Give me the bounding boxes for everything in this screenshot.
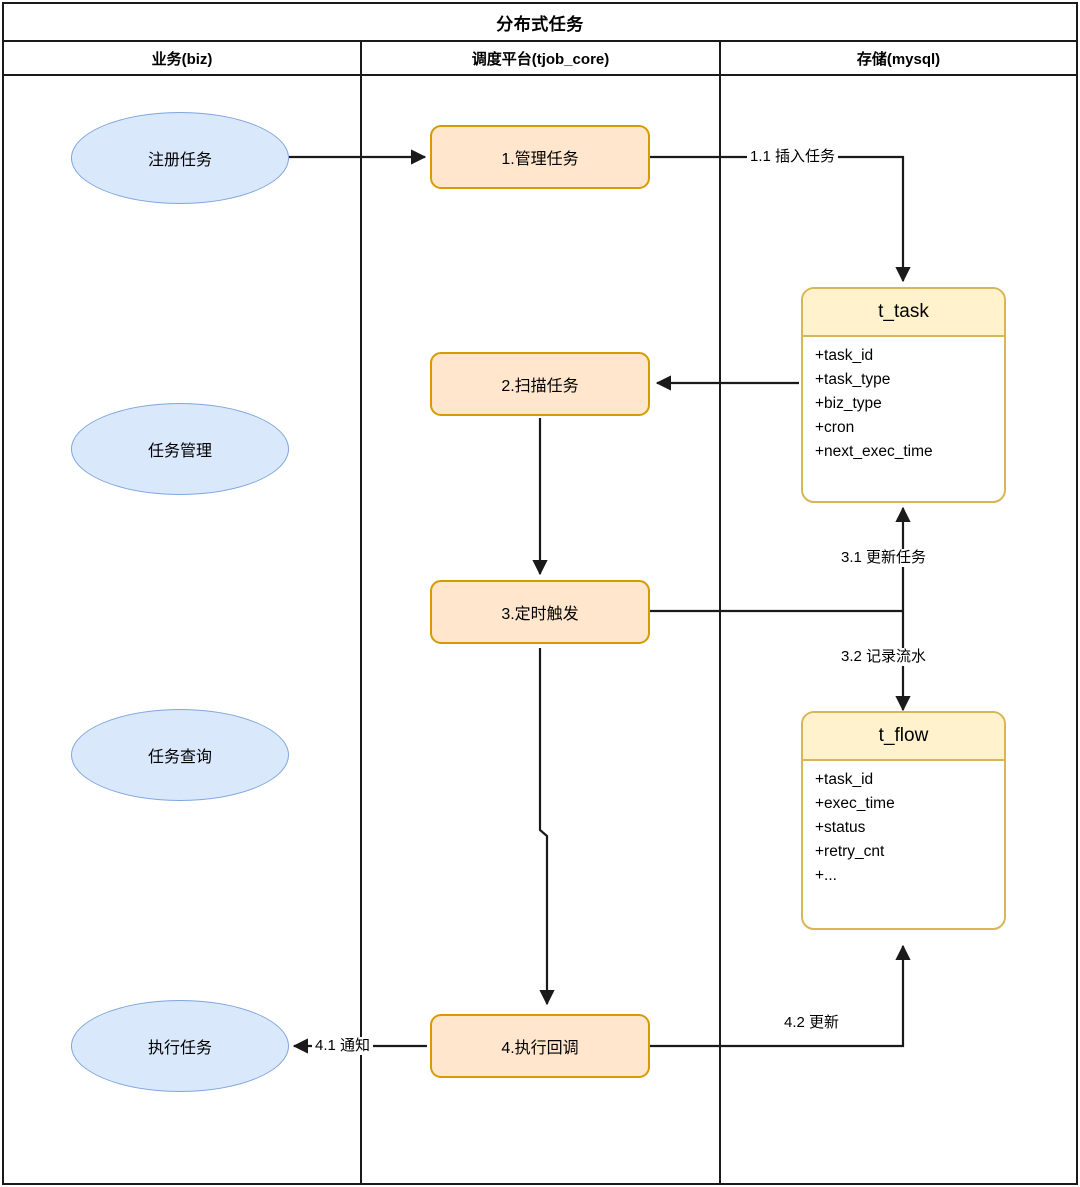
node-step4-exec-callback[interactable]: 4.执行回调 [430,1014,650,1078]
table-t-flow-field: +status [815,819,866,836]
edge-label-record-flow: 3.2 记录流水 [838,648,930,666]
lane-header-divider [2,74,1078,76]
node-step1-manage-task[interactable]: 1.管理任务 [430,125,650,189]
node-task-query[interactable]: 任务查询 [71,709,289,801]
table-t-task-field: +task_type [815,371,891,388]
node-step2-scan-task[interactable]: 2.扫描任务 [430,352,650,416]
edge-label-notify: 4.1 通知 [312,1037,374,1055]
table-t-flow-field: +retry_cnt [815,843,885,860]
lane-header-mysql: 存储(mysql) [856,50,941,68]
node-step4-label: 4.执行回调 [501,1040,579,1057]
table-t-flow-field: +... [815,867,837,884]
table-t-task-fields: +task_id +task_type +biz_type +cron +nex… [803,337,1004,464]
edge-label-update-task: 3.1 更新任务 [838,549,930,567]
table-t-flow[interactable]: t_flow +task_id +exec_time +status +retr… [801,711,1006,930]
node-step3-timer-trigger[interactable]: 3.定时触发 [430,580,650,644]
table-t-task-field: +task_id [815,347,874,364]
node-execute-task[interactable]: 执行任务 [71,1000,289,1092]
table-t-task-title: t_task [803,289,1004,337]
lane-divider-core-mysql [719,40,721,1185]
table-t-task-field: +biz_type [815,395,882,412]
node-register-task-label: 注册任务 [147,152,212,169]
node-step1-label: 1.管理任务 [501,151,579,168]
edge-label-update-flow: 4.2 更新 [781,1014,843,1032]
node-task-manage-label: 任务管理 [147,443,212,460]
node-task-query-label: 任务查询 [147,749,212,766]
node-task-manage[interactable]: 任务管理 [71,403,289,495]
node-execute-task-label: 执行任务 [147,1040,212,1057]
table-t-flow-fields: +task_id +exec_time +status +retry_cnt +… [803,761,1004,888]
table-t-task-field: +cron [815,419,855,436]
table-t-flow-title: t_flow [803,713,1004,761]
pool-title: 分布式任务 [496,14,584,34]
lane-header-biz: 业务(biz) [151,50,213,68]
node-register-task[interactable]: 注册任务 [71,112,289,204]
table-t-task[interactable]: t_task +task_id +task_type +biz_type +cr… [801,287,1006,503]
lane-header-core: 调度平台(tjob_core) [471,50,610,68]
table-t-task-field: +next_exec_time [815,443,933,460]
node-step3-label: 3.定时触发 [501,606,579,623]
lane-divider-biz-core [360,40,362,1185]
table-t-flow-field: +exec_time [815,795,895,812]
table-t-flow-field: +task_id [815,771,874,788]
edge-label-insert-task: 1.1 插入任务 [747,148,839,166]
pool-title-divider [2,40,1078,42]
node-step2-label: 2.扫描任务 [501,378,579,395]
